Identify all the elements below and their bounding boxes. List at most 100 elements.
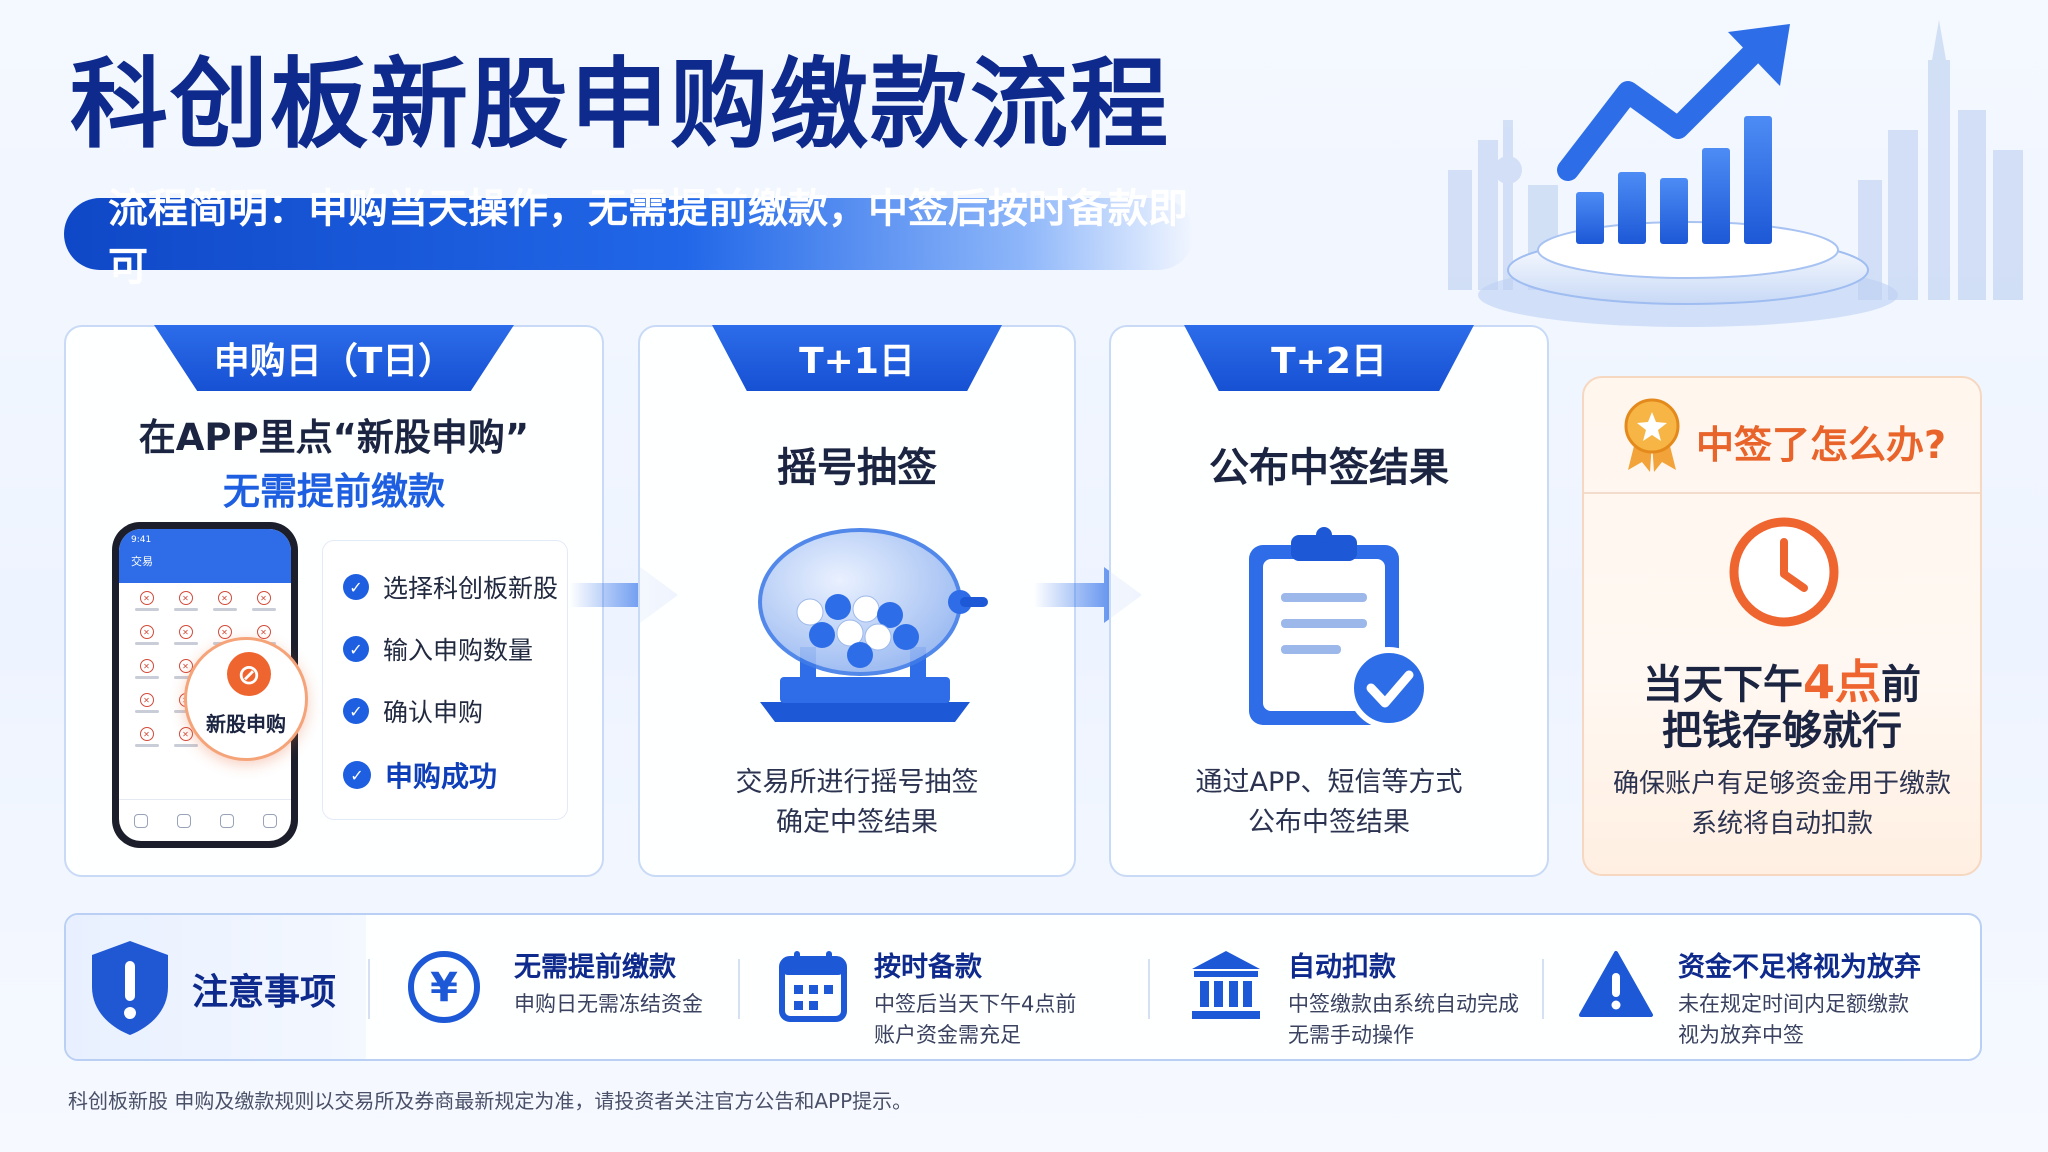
check-icon: ✓: [343, 574, 369, 600]
desc-line: 交易所进行摇号抽签: [735, 767, 979, 798]
check-icon: ✓: [343, 636, 369, 662]
tab-bar-icon: [219, 813, 234, 828]
notice-item-title: 自动扣款: [1288, 952, 1396, 983]
desc-line: 申购日无需冻结资金: [514, 992, 703, 1016]
win-card-line2: 把钱存够就行: [1662, 708, 1902, 754]
phone-header: 9:41 交易: [119, 529, 291, 583]
notice-item-desc: 未在规定时间内足额缴款 视为放弃中签: [1678, 989, 1909, 1051]
divider: [1584, 492, 1980, 494]
shield-alert-icon: [92, 941, 168, 1035]
svg-text:¥: ¥: [430, 965, 458, 1011]
phone-status-time: 9:41: [131, 535, 152, 545]
no-entry-icon: ⊘: [227, 652, 271, 696]
card-title-t-plus-2: 公布中签结果: [1209, 445, 1449, 491]
check-icon: ✓: [343, 698, 369, 724]
desc-line: 中签后当天下午4点前: [874, 992, 1077, 1016]
step-label: 确认申购: [383, 698, 484, 727]
step-item: ✓ 输入申购数量: [343, 631, 533, 667]
notice-item-desc: 中签后当天下午4点前 账户资金需充足: [874, 989, 1076, 1051]
card-title-t-plus-1: 摇号抽签: [777, 445, 937, 491]
notice-item-title: 无需提前缴款: [514, 952, 676, 983]
bank-icon: [1192, 951, 1260, 1019]
desc-line: 通过APP、短信等方式: [1195, 767, 1463, 798]
line1-before: 当天下午: [1642, 662, 1803, 708]
clock-icon: [1729, 517, 1839, 627]
calendar-icon: [779, 951, 847, 1022]
card-t-plus-2: T+2日 公布中签结果 通过APP、短信等方式 公布中签结果: [1109, 325, 1549, 877]
desc-line: 中签缴款由系统自动完成: [1288, 992, 1519, 1016]
mini-app-icon: ✕: [127, 591, 166, 611]
step-label: 申购成功: [385, 760, 498, 793]
subtitle-text: 流程简明：申购当天操作，无需提前缴款，中签后按时备款即可: [108, 186, 1188, 290]
mini-app-icon: ✕: [127, 727, 166, 747]
phone-header-title: 交易: [131, 555, 153, 568]
yen-icon: ¥: [408, 951, 480, 1023]
separator: [1542, 959, 1544, 1019]
notice-item-insufficient: 资金不足将视为放弃 未在规定时间内足额缴款 视为放弃中签: [1578, 915, 1968, 1059]
warning-icon: [1579, 951, 1653, 1017]
separator: [738, 959, 740, 1019]
bar-chart-bars: [1576, 116, 1772, 244]
card-t-plus-1: T+1日 摇号抽签 交易所进行摇号抽签 确定中签结果: [638, 325, 1076, 877]
step-label: 输入申购数量: [383, 636, 534, 665]
desc-line: 未在规定时间内足额缴款: [1678, 992, 1909, 1016]
tab-bar-icon: [133, 813, 148, 828]
separator: [1148, 959, 1150, 1019]
steps-list: ✓ 选择科创板新股 ✓ 输入申购数量 ✓ 确认申购 ✓ 申购成功: [322, 540, 568, 820]
mini-app-icon: ✕: [127, 693, 166, 713]
card-tab-t-plus-2: T+2日: [1184, 325, 1474, 391]
mini-app-icon: ✕: [244, 591, 283, 611]
platform: [1478, 221, 1898, 327]
card-desc-t-plus-2: 通过APP、短信等方式 公布中签结果: [1111, 763, 1547, 843]
mini-app-icon: ✕: [166, 591, 205, 611]
mini-app-icon: ✕: [127, 659, 166, 679]
step-label: 选择科创板新股: [383, 574, 559, 603]
line1-highlight: 4点: [1802, 655, 1881, 709]
notice-header: 注意事项: [66, 915, 366, 1059]
page-title: 科创板新股申购缴款流程: [70, 48, 1171, 162]
new-ipo-label: 新股申购: [206, 712, 286, 736]
notice-item-auto-debit: 自动扣款 中签缴款由系统自动完成 无需手动操作: [1190, 915, 1570, 1059]
clipboard-check-icon: [1249, 527, 1430, 729]
card-title-t-day: 在APP里点“新股申购”: [138, 416, 530, 459]
desc-line: 确定中签结果: [776, 807, 938, 838]
win-card: 中签了怎么办? 当天下午4点前 把钱存够就行 确保账户有足够资金用于缴款 系统将…: [1582, 376, 1982, 876]
desc-line: 公布中签结果: [1248, 807, 1410, 838]
win-card-line1: 当天下午4点前: [1584, 646, 1980, 712]
trend-arrow-icon: [1557, 37, 1769, 181]
mini-app-icon: ✕: [166, 625, 205, 645]
subtitle-banner: 流程简明：申购当天操作，无需提前缴款，中签后按时备款即可: [64, 186, 1194, 290]
notice-item-on-time: 按时备款 中签后当天下午4点前 账户资金需充足: [778, 915, 1158, 1059]
footnote: 科创板新股 申购及缴款规则以交易所及券商最新规定为准，请投资者关注官方公告和AP…: [68, 1089, 913, 1113]
notice-label: 注意事项: [192, 972, 337, 1013]
mini-app-icon: ✕: [166, 727, 205, 747]
check-icon: ✓: [343, 761, 371, 789]
hero-illustration: [1448, 20, 2023, 327]
step-item: ✓ 确认申购: [343, 693, 483, 729]
lottery-drum-icon: [758, 528, 988, 722]
notice-item-no-prepay: ¥ 无需提前缴款 申购日无需冻结资金: [406, 915, 786, 1059]
desc-line: 无需手动操作: [1288, 1023, 1414, 1047]
notice-item-desc: 申购日无需冻结资金: [514, 989, 703, 1020]
separator: [368, 959, 370, 1019]
desc-line: 系统将自动扣款: [1690, 809, 1873, 839]
tab-bar-icon: [262, 813, 277, 828]
desc-line: 视为放弃中签: [1678, 1023, 1804, 1047]
medal-icon: [1624, 398, 1680, 472]
win-card-desc: 确保账户有足够资金用于缴款 系统将自动扣款: [1584, 764, 1980, 844]
new-ipo-button[interactable]: ⊘ 新股申购: [184, 637, 308, 761]
step-item: ✓ 选择科创板新股: [343, 569, 558, 605]
notice-item-desc: 中签缴款由系统自动完成 无需手动操作: [1288, 989, 1519, 1051]
mini-app-icon: ✕: [127, 625, 166, 645]
mini-app-icon: ✕: [205, 591, 244, 611]
line1-after: 前: [1881, 662, 1921, 708]
desc-line: 账户资金需充足: [874, 1023, 1021, 1047]
win-card-heading: 中签了怎么办?: [1696, 423, 1947, 467]
notice-item-title: 资金不足将视为放弃: [1678, 952, 1921, 983]
notice-item-title: 按时备款: [874, 952, 982, 983]
desc-line: 确保账户有足够资金用于缴款: [1612, 769, 1951, 799]
step-item-success: ✓ 申购成功: [343, 755, 497, 795]
notice-bar: 注意事项 ¥ 无需提前缴款 申购日无需冻结资金 按时备款 中签后当天下午4点前 …: [64, 913, 1982, 1061]
card-tab-t-day: 申购日（T日）: [154, 325, 514, 391]
card-subtitle-t-day: 无需提前缴款: [223, 470, 445, 513]
